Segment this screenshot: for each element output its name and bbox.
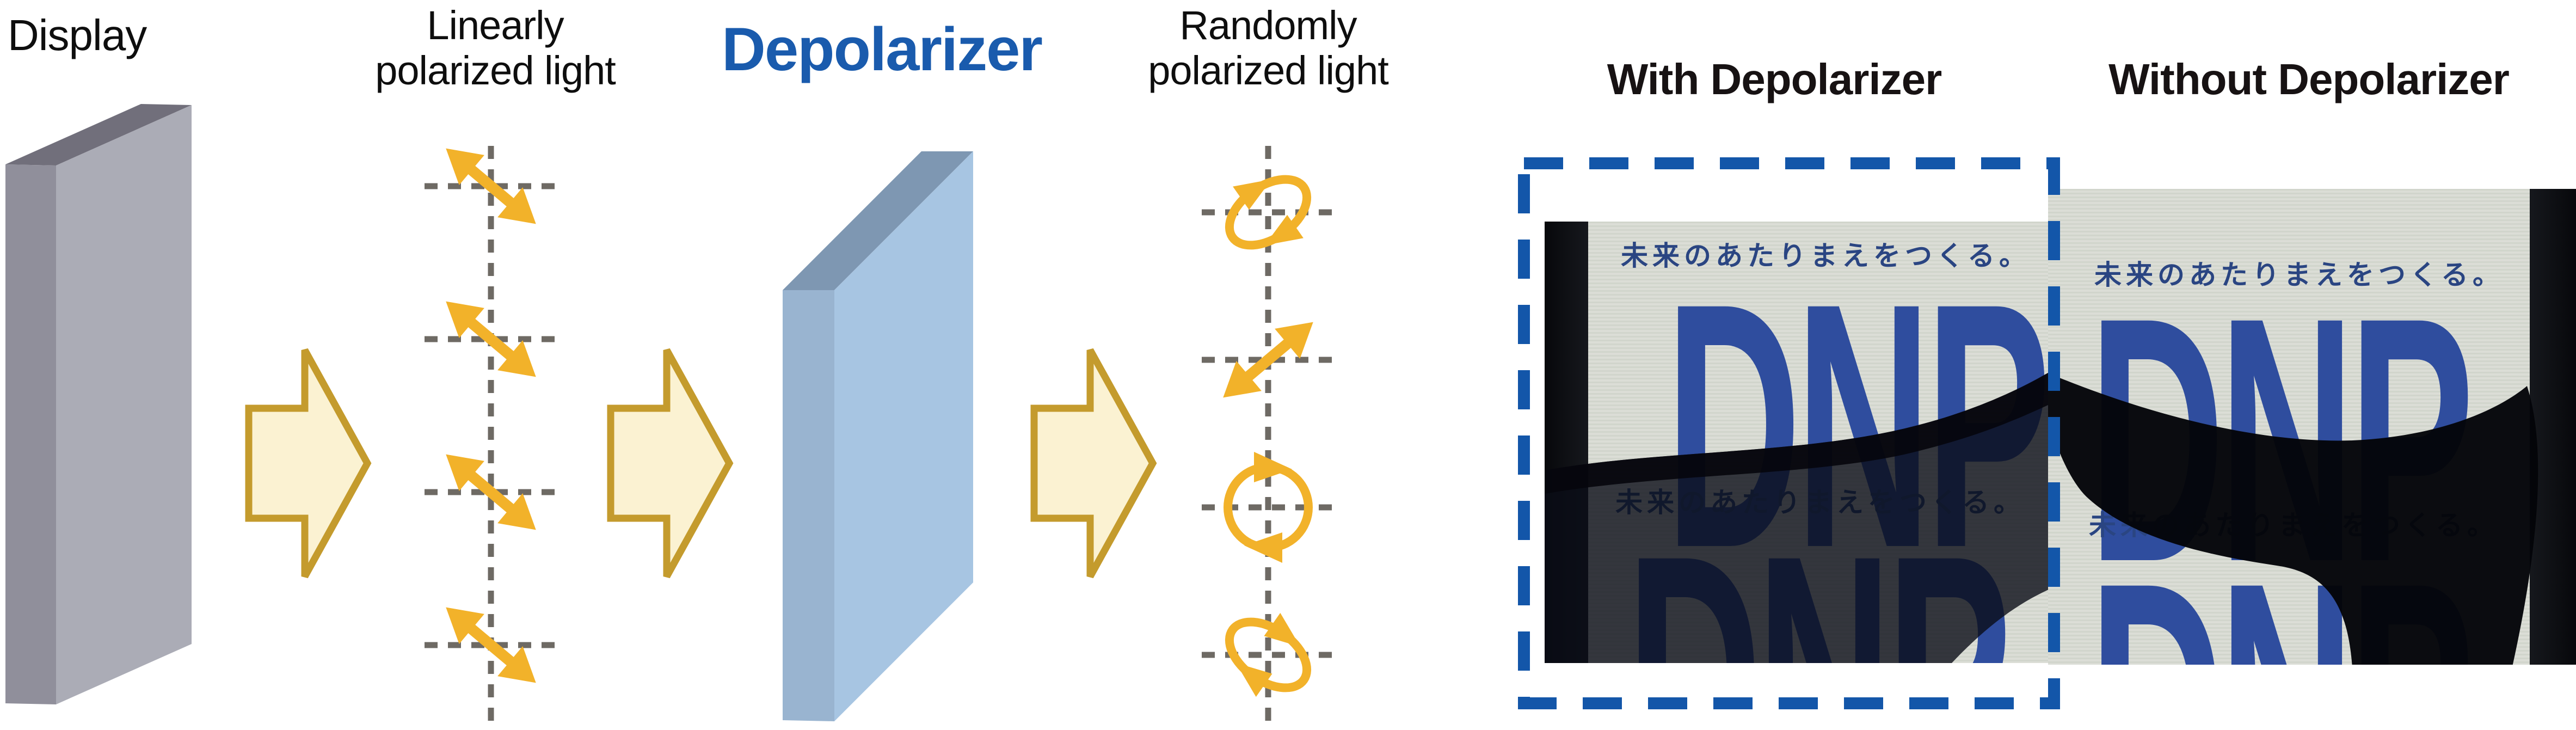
linear-arrow-icon — [446, 607, 536, 683]
elliptical-polarization-icon — [1225, 612, 1312, 697]
linear-polarization-column — [425, 146, 557, 727]
display-bezel — [2530, 189, 2576, 665]
linear-arrow-icon — [446, 454, 536, 530]
randomly-polarized-label-line1: Randomly — [1179, 3, 1357, 48]
display-label: Display — [8, 11, 147, 59]
depolarizer-label: Depolarizer — [722, 15, 1043, 83]
flow-arrow-icon-2 — [607, 348, 734, 579]
random-polarization-column — [1202, 146, 1335, 727]
flow-arrow-icon-3 — [1030, 348, 1157, 579]
display-slab-icon — [5, 104, 192, 704]
photo-without-depolarizer: 未来のあたりまえをつくる。 DNP 未来のあたりまえをつくる。 DNP — [2048, 189, 2576, 665]
photo-with-depolarizer: 未来のあたりまえをつくる。 DNP 未来のあたりまえをつくる。 DNP — [1545, 222, 2048, 663]
linear-arrow-icon — [446, 301, 536, 377]
flow-arrow-icon-1 — [245, 348, 372, 579]
sunglasses-left-lens — [1545, 372, 2048, 663]
elliptical-polarization-icon — [1225, 175, 1312, 250]
depolarizer-slab-icon — [783, 151, 973, 721]
linearly-polarized-label-line2: polarized light — [375, 47, 616, 93]
linear-arrow-icon — [446, 148, 536, 224]
sunglasses-right-lens — [2048, 373, 2538, 665]
linear-polarization-arrows — [446, 148, 536, 683]
randomly-polarized-label-line2: polarized light — [1148, 47, 1389, 93]
randomly-polarized-label: Randomly polarized light — [1094, 3, 1442, 94]
with-depolarizer-label: With Depolarizer — [1607, 55, 1942, 103]
screen-tagline-row1: 未来のあたりまえをつくる。 — [2094, 260, 2504, 290]
linearly-polarized-label-line1: Linearly — [427, 3, 564, 48]
circular-polarization-icon — [1224, 452, 1313, 563]
without-depolarizer-label: Without Depolarizer — [2108, 55, 2510, 103]
random-polarization-symbols — [1223, 175, 1313, 697]
linearly-polarized-label: Linearly polarized light — [321, 3, 669, 94]
linear-arrow-icon — [1223, 322, 1313, 398]
